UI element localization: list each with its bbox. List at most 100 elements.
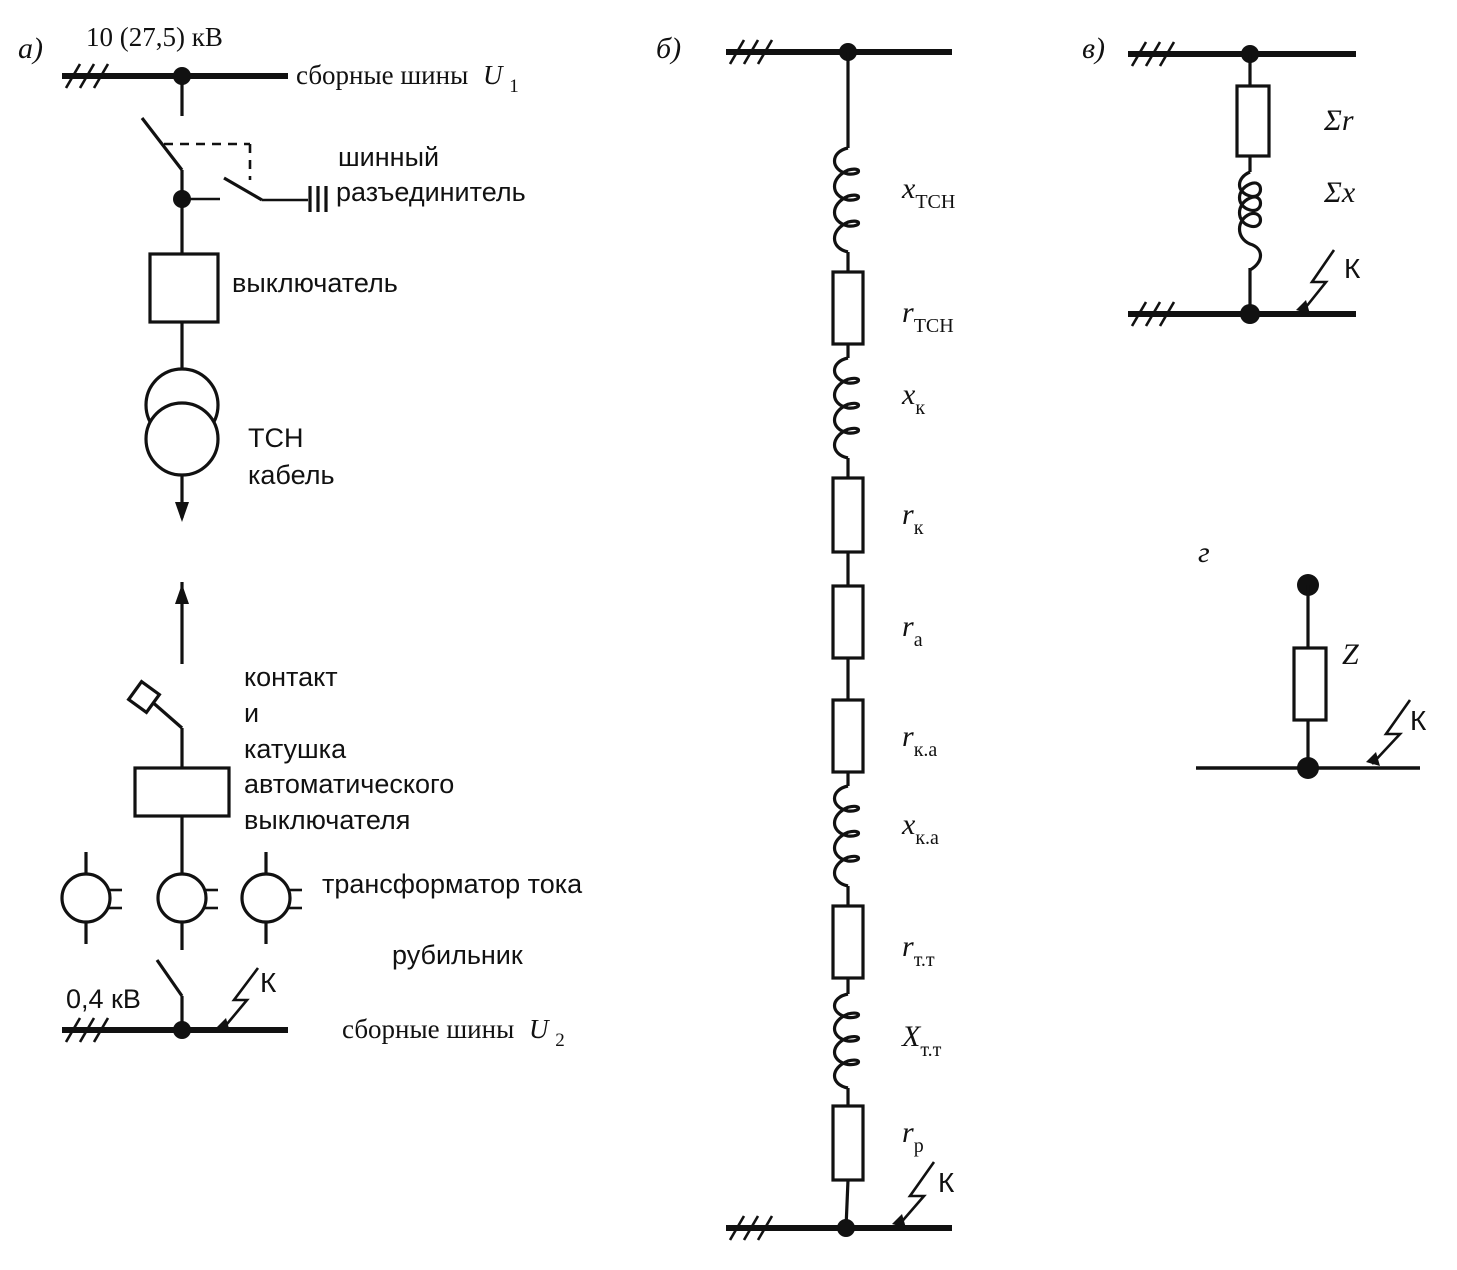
element-label: Xт.т bbox=[901, 1020, 942, 1061]
fault-arrow-icon bbox=[892, 1161, 936, 1228]
resistor-sum-r-icon bbox=[1235, 84, 1271, 158]
element-label: rа bbox=[902, 610, 923, 651]
disconnector-label-2: разъединитель bbox=[336, 177, 526, 207]
scheme-g: г Z К bbox=[1196, 536, 1427, 779]
element-subscript: т.т bbox=[920, 1039, 941, 1061]
current-transformer-label: трансформатор тока bbox=[322, 869, 583, 899]
element-subscript: к.а bbox=[914, 739, 938, 761]
fault-label-b: К bbox=[938, 1167, 955, 1198]
element-symbol: r bbox=[902, 498, 914, 531]
ground-terminal-icon bbox=[308, 186, 328, 212]
current-transformer-icon-3 bbox=[240, 852, 302, 944]
breaker-icon bbox=[148, 252, 220, 324]
current-transformer-icon-2 bbox=[156, 872, 218, 924]
resistor-icon bbox=[831, 904, 865, 980]
knife-switch-label: рубильник bbox=[392, 940, 523, 970]
panel-label-b: б) bbox=[656, 32, 681, 65]
disconnector-label-1: шинный bbox=[338, 142, 439, 172]
inductor-icon bbox=[832, 146, 861, 254]
inductor-sum-x-icon bbox=[1237, 170, 1263, 272]
element-subscript: к bbox=[915, 397, 925, 419]
fault-label-g: К bbox=[1410, 705, 1427, 736]
fault-arrow-icon bbox=[1366, 699, 1412, 766]
ground-hatch-icon bbox=[1130, 41, 1176, 67]
element-label: xТСН bbox=[901, 172, 955, 213]
disconnector-blade-icon bbox=[140, 117, 184, 171]
fault-label-a: К bbox=[260, 967, 277, 998]
element-subscript: к.а bbox=[915, 827, 939, 849]
fault-arrow-icon bbox=[1296, 249, 1336, 314]
svg-text:контакт: контакт bbox=[244, 662, 338, 692]
element-label: xк bbox=[901, 378, 925, 419]
element-symbol: r bbox=[902, 1116, 914, 1149]
bus-u2-subscript: 2 bbox=[555, 1030, 565, 1051]
element-subscript: а bbox=[914, 629, 923, 651]
scheme-a: а) 10 (27,5) кВ сборные шины U 1 шинный … bbox=[18, 22, 583, 1051]
ground-hatch-icon bbox=[64, 63, 110, 89]
element-label: xк.а bbox=[901, 808, 939, 849]
transformer-label: ТСН bbox=[248, 423, 304, 453]
svg-text:выключателя: выключателя bbox=[244, 805, 410, 835]
resistor-icon bbox=[831, 476, 865, 554]
impedance-z-label: Z bbox=[1342, 638, 1359, 671]
element-label: rк bbox=[902, 498, 924, 539]
element-subscript: т.т bbox=[914, 949, 935, 971]
element-label: rк.а bbox=[902, 720, 937, 761]
arrow-down-icon bbox=[175, 502, 189, 522]
svg-text:автоматического: автоматического bbox=[244, 769, 454, 799]
knife-switch-icon bbox=[155, 959, 184, 997]
fault-label-v: К bbox=[1344, 253, 1361, 284]
voltage-high-label: 10 (27,5) кВ bbox=[86, 22, 223, 52]
element-symbol: r bbox=[902, 720, 914, 753]
impedance-chain bbox=[831, 52, 865, 1229]
contact-label: контакт и катушка автоматического выключ… bbox=[244, 662, 454, 835]
transformer-winding-2-icon bbox=[144, 401, 220, 477]
element-subscript: к bbox=[914, 517, 924, 539]
element-symbol: X bbox=[901, 1020, 922, 1053]
resistor-icon bbox=[831, 1104, 865, 1182]
element-symbol: r bbox=[902, 930, 914, 963]
element-symbol: x bbox=[901, 378, 916, 411]
fault-arrow-icon bbox=[216, 967, 260, 1032]
element-symbol: x bbox=[901, 172, 916, 205]
current-transformer-icon-1 bbox=[60, 852, 122, 944]
ground-hatch-icon bbox=[728, 39, 774, 65]
element-label: rт.т bbox=[902, 930, 935, 971]
bus-u1-symbol: U bbox=[483, 60, 504, 90]
coil-icon bbox=[133, 766, 231, 818]
svg-text:катушка: катушка bbox=[244, 734, 347, 764]
panel-label-v: в) bbox=[1082, 32, 1105, 65]
panel-label-a: а) bbox=[18, 32, 43, 65]
impedance-z-icon bbox=[1292, 646, 1328, 722]
bus-u1-label: сборные шины bbox=[296, 60, 468, 90]
resistor-icon bbox=[831, 270, 865, 346]
element-symbol: x bbox=[901, 808, 916, 841]
svg-text:сборные шины U 1: сборные шины U 1 bbox=[296, 60, 519, 97]
bus-u1-subscript: 1 bbox=[509, 76, 519, 97]
sum-r-label: Σr bbox=[1323, 104, 1354, 137]
panel-label-g: г bbox=[1198, 536, 1210, 569]
element-symbol: r bbox=[902, 296, 914, 329]
svg-text:и: и bbox=[244, 698, 259, 728]
ground-hatch-icon bbox=[1130, 301, 1176, 327]
contact-head-icon bbox=[126, 679, 162, 715]
breaker-label: выключатель bbox=[232, 268, 398, 298]
ground-hatch-icon bbox=[64, 1017, 110, 1043]
inductor-icon bbox=[832, 992, 861, 1090]
sum-x-label: Σx bbox=[1323, 176, 1356, 209]
resistor-icon bbox=[831, 698, 865, 774]
scheme-v: в) Σr Σx К bbox=[1082, 32, 1361, 327]
bus-u2-symbol: U bbox=[529, 1014, 550, 1044]
element-subscript: ТСН bbox=[915, 191, 955, 213]
inductor-icon bbox=[832, 356, 861, 460]
element-subscript: ТСН bbox=[914, 315, 954, 337]
inductor-icon bbox=[832, 784, 861, 888]
element-label: rТСН bbox=[902, 296, 954, 337]
svg-text:сборные шины U 2: сборные шины U 2 bbox=[342, 1014, 565, 1051]
cable-label: кабель bbox=[248, 460, 335, 490]
arrow-up-icon bbox=[175, 584, 189, 604]
ground-hatch-icon bbox=[728, 1215, 774, 1241]
resistor-icon bbox=[831, 584, 865, 660]
